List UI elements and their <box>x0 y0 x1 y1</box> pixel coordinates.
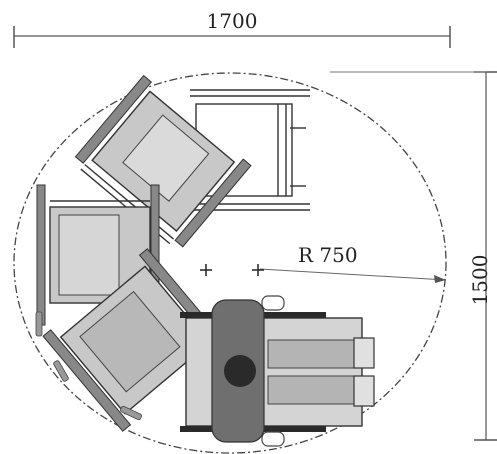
wheelchair-rotated-135 <box>42 248 228 432</box>
center-mark-right <box>252 264 264 276</box>
width-dimension: 1700 <box>13 9 451 48</box>
radius-indicator: R 750 <box>259 243 447 283</box>
turning-space-ellipse <box>13 72 447 454</box>
radius-label: R 750 <box>298 243 358 267</box>
center-mark-left <box>200 264 212 276</box>
wheelchair-with-person <box>180 295 375 447</box>
wheel-trace-marks <box>35 311 142 421</box>
height-dimension: 1500 <box>330 71 497 441</box>
person-head <box>224 355 256 387</box>
width-dimension-label: 1700 <box>207 9 258 33</box>
height-dimension-label: 1500 <box>468 255 492 306</box>
wheelchair-rotated-45 <box>74 74 252 248</box>
